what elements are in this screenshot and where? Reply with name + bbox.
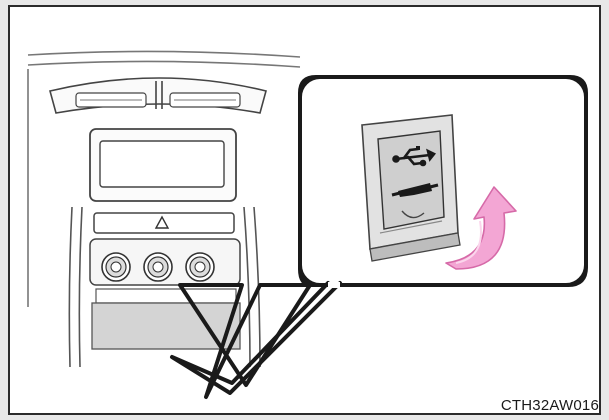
open-arrow-icon — [445, 186, 517, 270]
callout-pointer — [170, 281, 342, 395]
climate-control-panel — [89, 238, 241, 286]
usb-icon — [392, 146, 437, 167]
center-air-vents — [49, 77, 267, 114]
aux-jack-icon — [391, 183, 439, 197]
knob-right — [185, 252, 215, 282]
dashboard-outline — [27, 50, 301, 307]
hazard-switch-panel — [93, 212, 235, 234]
audio-display-unit — [89, 128, 237, 202]
console-illustration — [27, 50, 588, 399]
illustration-frame — [8, 5, 601, 415]
knob-center — [143, 252, 173, 282]
figure-code: CTH32AW016 — [500, 397, 599, 414]
knob-left — [101, 252, 131, 282]
usb-aux-port-panel — [361, 114, 461, 262]
